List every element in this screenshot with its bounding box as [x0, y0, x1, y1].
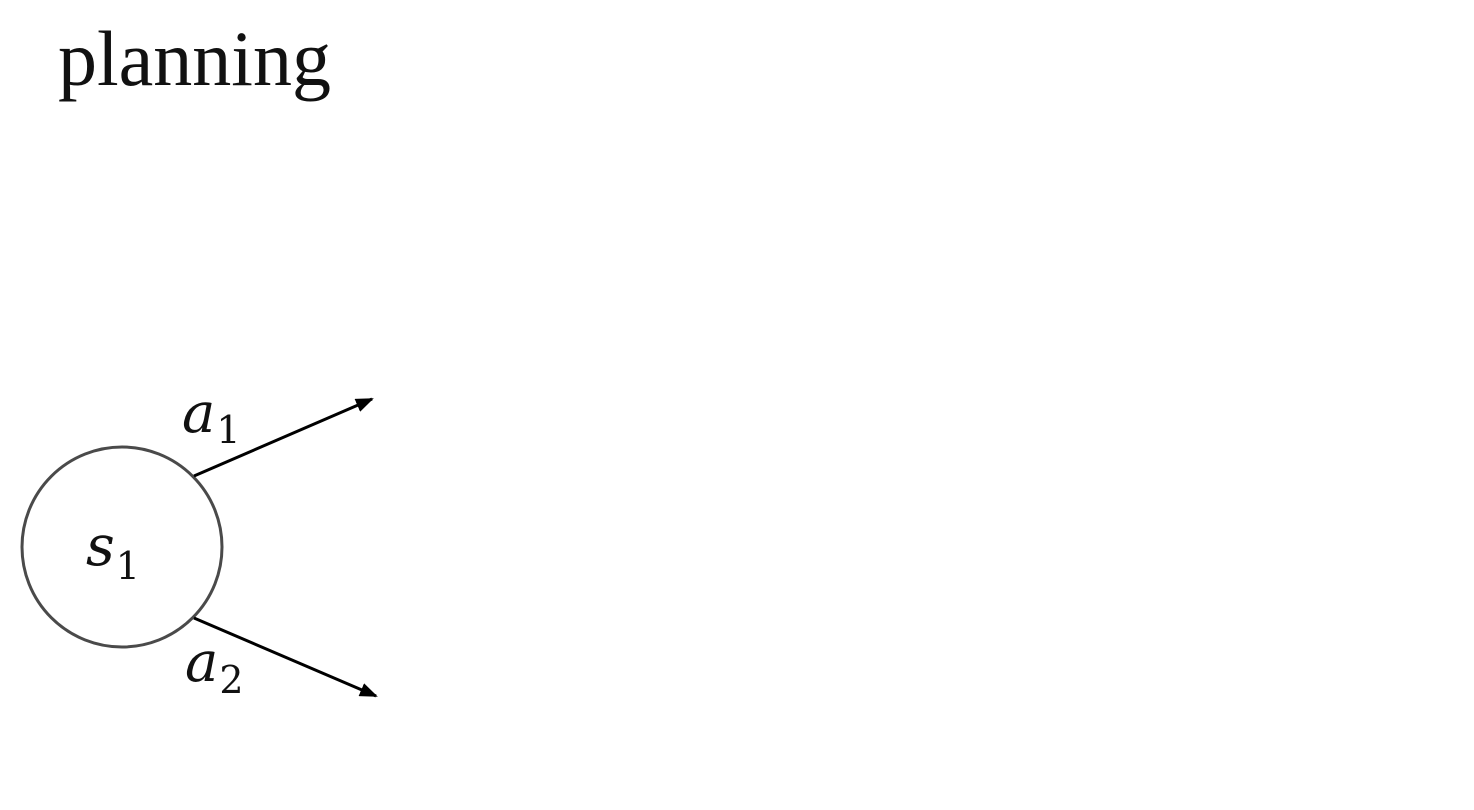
action-arrow-a1 — [193, 397, 374, 478]
action-subscript-a1: 1 — [216, 408, 240, 452]
action-label-a1: a1 — [182, 381, 241, 452]
action-arrow-a2 — [193, 616, 378, 698]
action-var-a2: a — [185, 630, 218, 695]
action-subscript-a2: 2 — [219, 658, 243, 702]
state-var: s — [86, 514, 115, 579]
action-var-a1: a — [182, 381, 215, 446]
state-node-s1: s1 — [20, 445, 224, 649]
state-node-circle — [20, 445, 224, 649]
action-edge-a1: a1 — [182, 381, 374, 478]
state-subscript: 1 — [116, 544, 140, 588]
slide-title: planning — [58, 15, 331, 102]
action-edge-a2: a2 — [185, 616, 378, 702]
state-node-label: s1 — [86, 514, 140, 588]
action-label-a2: a2 — [185, 630, 244, 702]
